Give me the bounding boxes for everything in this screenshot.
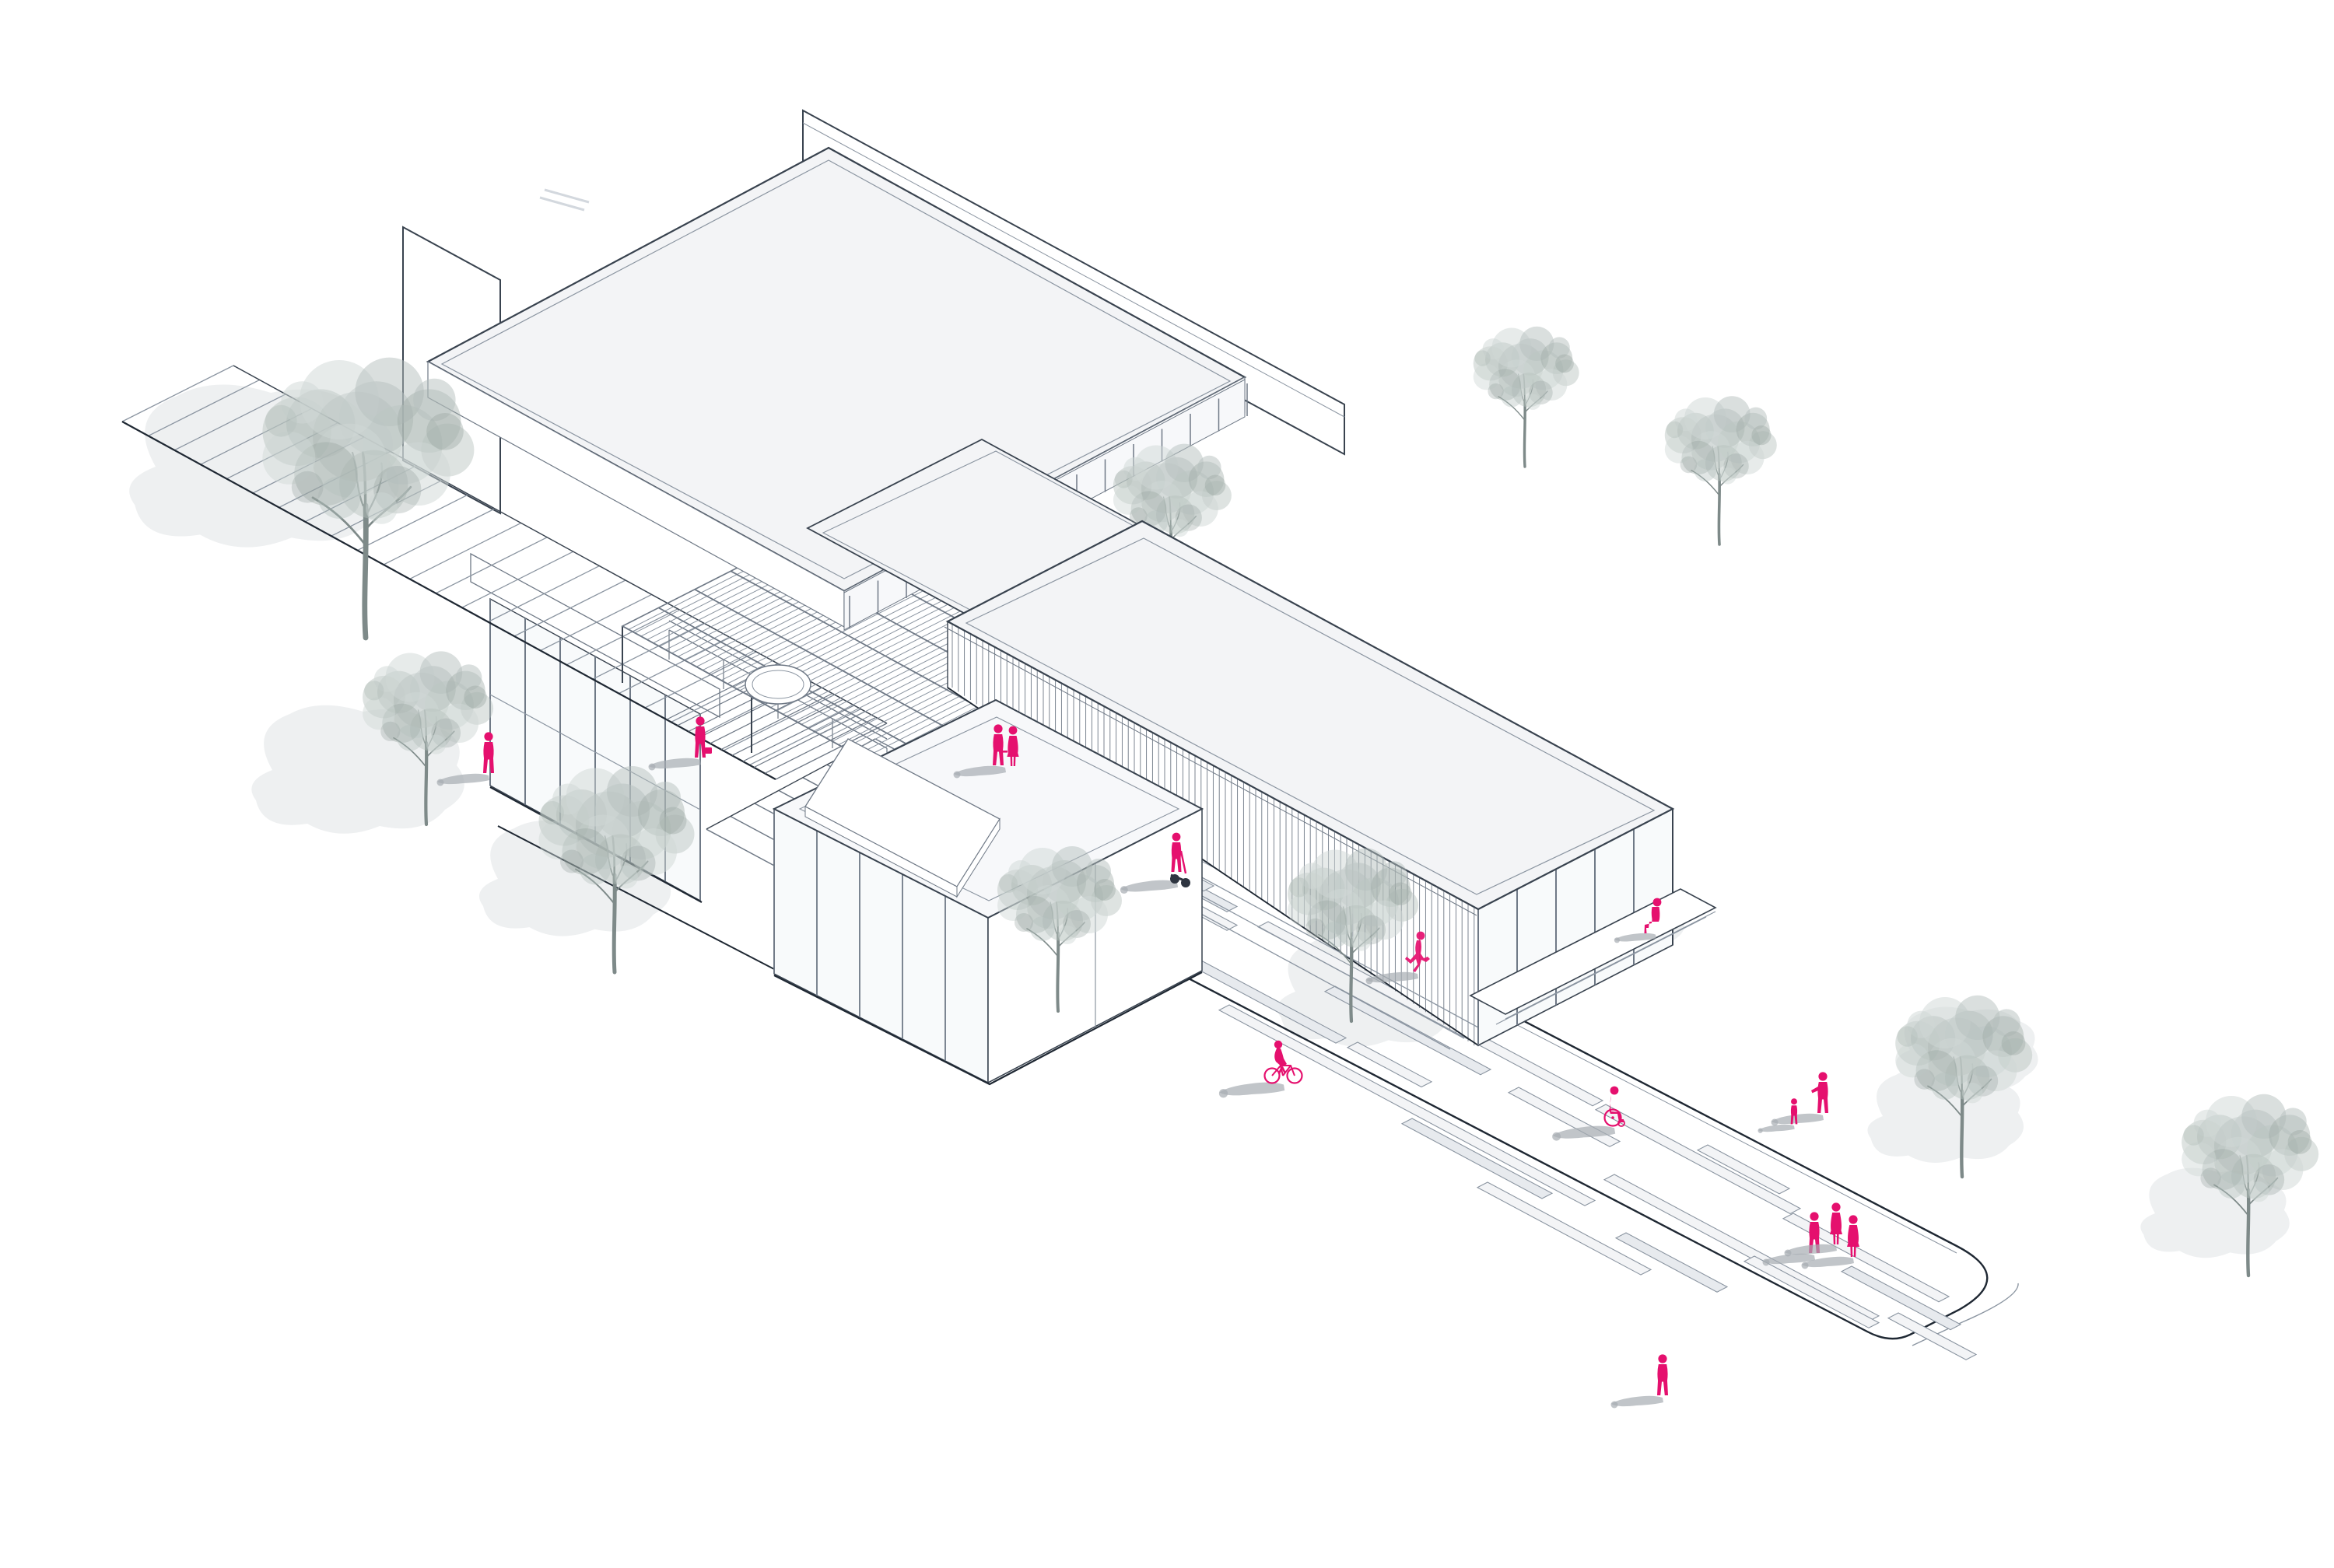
paving-strip	[1840, 1265, 1962, 1331]
paving-strip	[1218, 1004, 1596, 1206]
esplanade-rungs-line	[383, 508, 496, 565]
esplanade-rungs-line	[357, 494, 469, 551]
esplanade-rungs-line	[488, 565, 600, 623]
esplanade-rungs-line	[148, 379, 260, 436]
long-roof-inset	[965, 537, 1656, 895]
esplanade-steps-line	[764, 716, 877, 774]
paving-strip	[1696, 1144, 1791, 1195]
paving-strip	[1594, 1104, 1802, 1215]
stray-line	[539, 196, 585, 212]
esplanade-rungs-line	[592, 622, 705, 680]
pergola-beams-line	[694, 589, 955, 733]
esplanade-steps-line	[720, 692, 833, 751]
stray-line	[544, 188, 590, 204]
esplanade-lower-edge	[121, 421, 776, 780]
long-roof-slab	[945, 520, 1675, 911]
paving-strip	[1323, 985, 1492, 1076]
paving-strip	[1614, 1232, 1729, 1293]
esplanade-rungs-line	[619, 637, 731, 695]
promenade-outline	[1010, 809, 1989, 1340]
esplanade-rungs-line	[121, 365, 234, 422]
esplanade-rungs-line	[173, 394, 286, 451]
pergola-beams-line	[730, 570, 990, 715]
facade-beam-band	[470, 552, 720, 719]
roof-parapet-inset	[440, 159, 1232, 579]
paving-strip	[1476, 1181, 1652, 1276]
esplanade-rungs-line	[435, 537, 548, 594]
paving-strip	[1400, 1118, 1554, 1199]
paving-strip	[1346, 1041, 1433, 1088]
esplanade-rungs-line	[644, 651, 757, 709]
entrance-steps	[666, 663, 888, 780]
paving-strip	[1887, 1312, 1978, 1360]
esplanade-rungs-line	[409, 522, 521, 579]
esplanade-steps-line	[731, 698, 844, 756]
esplanade-rungs-line	[749, 709, 861, 766]
paving-strip	[1743, 1255, 1880, 1328]
esplanade-steps-line	[775, 723, 888, 780]
pergola-oculus-rim	[752, 670, 804, 699]
stray-mark	[539, 188, 590, 212]
lb-terrain-steps-line	[1176, 881, 1465, 1039]
long-building-steps	[1162, 870, 1479, 1050]
paving-strip	[1782, 1213, 1950, 1303]
esplanade-steps-line	[742, 705, 855, 762]
plinth-steps-line	[1495, 916, 1707, 1025]
roof-slab-edge	[956, 817, 1001, 898]
lb-terrain-steps-line	[1190, 870, 1479, 1028]
esplanade-rungs-line	[461, 551, 574, 608]
plinth-steps-line	[1505, 911, 1716, 1020]
plinth-steps	[1495, 911, 1716, 1025]
promenade-slab-edge	[1912, 1283, 2019, 1346]
wall-coping-line	[802, 122, 1345, 418]
lb-terrain-steps-line	[1162, 892, 1451, 1050]
pergola-oculus	[745, 664, 811, 705]
esplanade-rungs-line	[513, 579, 626, 637]
esplanade-rungs-line	[540, 593, 652, 651]
pavilion-base-line	[773, 971, 1203, 1086]
